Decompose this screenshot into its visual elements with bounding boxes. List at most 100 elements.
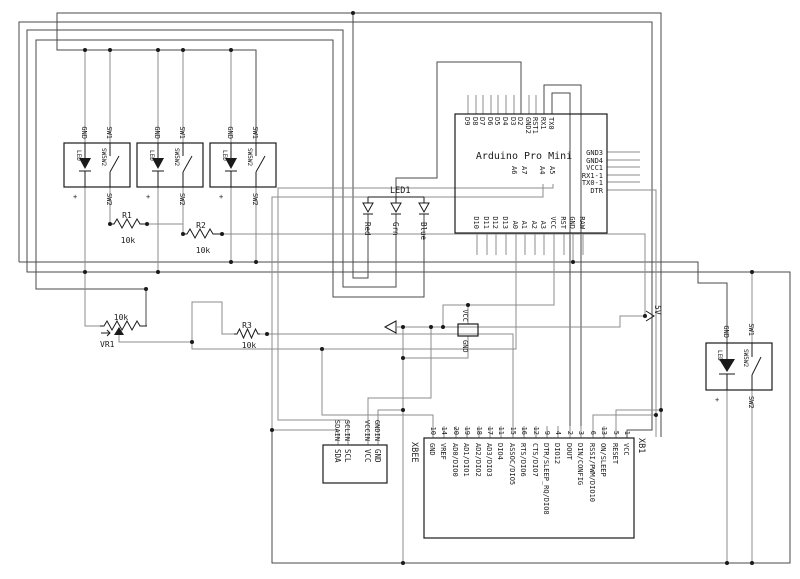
resistor-value: 10k [121, 236, 136, 245]
pin-gnd: GND [373, 449, 382, 463]
junction-dots [83, 11, 754, 565]
rgb-led[interactable]: LED1 Red Grn Blue [362, 186, 430, 241]
pin-num: 3 [577, 431, 585, 435]
pin-name: RESET [611, 443, 619, 465]
pin-label: RX1-1 [582, 172, 603, 180]
resistor-value: 10k [196, 246, 211, 255]
pin-num: 17 [486, 427, 494, 435]
pin-name: DOUT [565, 443, 573, 461]
rgb-pin-red: Red [363, 222, 372, 236]
pin-sw2: SW2 [178, 193, 186, 206]
pin-label: A4 [538, 166, 546, 174]
resistor-r1[interactable]: R1 10k [110, 211, 147, 245]
led-switch-module-2[interactable]: LED SW5W2 GND SW1 + SW2 [136, 126, 204, 206]
pin-label: A2 [530, 221, 538, 229]
pin-sw2: SW2 [251, 193, 259, 206]
arduino-label: Arduino Pro Mini [476, 151, 572, 162]
pin-gnd: GND [226, 126, 234, 139]
pin-label: D11 [482, 216, 490, 229]
rgb-led-ref: LED1 [390, 186, 410, 196]
potentiometer-vr1[interactable]: 10k VR1 [100, 313, 147, 349]
pin-num: 2 [566, 431, 574, 435]
switch-label: SW5W2 [742, 349, 749, 367]
switch-label: SW5W2 [100, 148, 107, 166]
led-switch-module-3[interactable]: LED SW5W2 GND SW1 + SW2 [209, 126, 277, 206]
resistor-ref: R2 [196, 221, 206, 230]
pin-name: RTS/DIO6 [519, 443, 527, 477]
i2c-device[interactable]: SDAIN SCLIN VCCIN GNDIN SDA SCL VCC GND [322, 420, 388, 484]
pin-label: A6 [510, 166, 518, 174]
pin-label: RAW [578, 216, 586, 229]
pin-num: 9 [543, 431, 551, 435]
pin-gnd: GND [153, 126, 161, 139]
cap-gnd-label: GND [461, 340, 469, 353]
arduino-pro-mini[interactable]: Arduino Pro Mini D9 D8 D7 D6 D5 D4 D3 D2… [454, 113, 608, 234]
pin-label: D3 [509, 117, 517, 125]
pin-num: 14 [440, 427, 448, 435]
pin-num: 1 [623, 431, 631, 435]
pin-label: RX1 [539, 117, 547, 130]
pin-name: CTS/DIO7 [531, 443, 539, 477]
pin-plus: + [715, 396, 719, 404]
pin-num: 20 [452, 427, 460, 435]
resistor-value: 10k [242, 341, 257, 350]
pin-label: GND4 [586, 157, 603, 165]
pin-plus: + [219, 193, 223, 201]
pin-sw2: SW2 [747, 396, 755, 409]
led-label: LED [75, 150, 82, 161]
pin-label: D5 [493, 117, 501, 125]
pin-gnd: GND [80, 126, 88, 139]
pin-plus: + [73, 193, 77, 201]
pin-num: 15 [509, 427, 517, 435]
pin-label: D8 [471, 117, 479, 125]
led-label: LED [221, 150, 228, 161]
pin-num: 11 [497, 427, 505, 435]
pin-num: 4 [554, 431, 562, 435]
pin-num: 5 [612, 431, 620, 435]
pin-label: VCC [549, 216, 557, 229]
resistor-r2[interactable]: R2 10k [183, 221, 222, 255]
pin-label: A1 [520, 221, 528, 229]
pin-label: D12 [491, 216, 499, 229]
pin-label: D13 [501, 216, 509, 229]
switch-label: SW5W2 [246, 148, 253, 166]
pin-name: AD0/DIO0 [451, 443, 459, 477]
pin-label: GND3 [586, 149, 603, 157]
power-flag-label: 5V [653, 305, 662, 315]
pin-sw2: SW2 [105, 193, 113, 206]
wire-label-gndin: GNDIN [373, 420, 381, 441]
power-flag-5v[interactable]: 5V [645, 305, 662, 322]
pin-name: VCC [622, 443, 630, 456]
pin-label: GND [568, 216, 576, 229]
wire-label-vccin: VCCIN [363, 420, 371, 441]
pin-label: D6 [486, 117, 494, 125]
pin-sw1: SW1 [747, 323, 755, 336]
pin-label: D9 [463, 117, 471, 125]
led-switch-module-4[interactable]: LED SW5W2 GND SW1 + SW2 [705, 323, 773, 409]
pin-label: D7 [478, 117, 486, 125]
decoupling-cap[interactable]: VCC GND [457, 309, 479, 353]
pin-name: AD2/DIO2 [474, 443, 482, 477]
pot-ref: VR1 [100, 340, 115, 349]
led-label: LED [716, 350, 723, 361]
pin-num: 12 [532, 427, 540, 435]
pin-num: 16 [520, 427, 528, 435]
pin-vcc: VCC [363, 449, 372, 463]
wire-label-sdain: SDAIN [333, 420, 341, 441]
pin-sw1: SW1 [178, 126, 186, 139]
xbee-module[interactable]: XBEE XB1 10 14 20 19 18 17 11 15 16 12 9… [409, 427, 646, 539]
pin-name: ASSOC/DIO5 [508, 443, 516, 485]
pin-sw1: SW1 [251, 126, 259, 139]
pin-num: 18 [475, 427, 483, 435]
led-switch-module-1[interactable]: LED SW5W2 GND SW1 + SW2 [63, 126, 131, 206]
pin-label: GND2 [524, 117, 532, 134]
pin-label: TX0 [547, 117, 555, 130]
rgb-pin-green: Grn [391, 222, 400, 236]
cap-vcc-label: VCC [461, 309, 469, 322]
wire-label-sclin: SCLIN [343, 420, 351, 441]
resistor-r3[interactable]: R3 10k [234, 321, 260, 350]
pin-name: ON/SLEEP [599, 443, 607, 477]
pin-gnd: GND [722, 325, 730, 338]
led-label: LED [148, 150, 155, 161]
